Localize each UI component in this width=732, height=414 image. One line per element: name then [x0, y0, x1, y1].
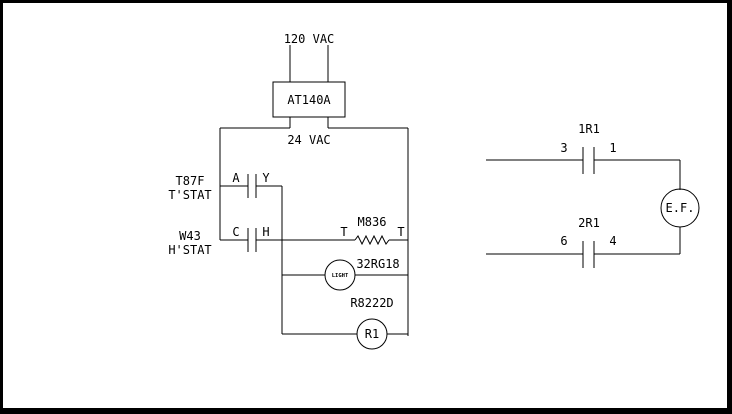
- contact-2r1-terminal-right: 4: [609, 234, 616, 248]
- contact-2r1-terminal-left: 6: [560, 234, 567, 248]
- tstat-name-label: T'STAT: [168, 188, 211, 202]
- light-model-label: 32RG18: [356, 257, 399, 271]
- contact-1r1-label: 1R1: [578, 122, 600, 136]
- heater-terminal-right-label: T: [397, 225, 404, 239]
- fan-symbol-text: E.F.: [666, 201, 695, 215]
- tstat-model-label: T87F: [176, 174, 205, 188]
- contact-1r1-terminal-right: 1: [609, 141, 616, 155]
- transformer-box: [272, 81, 346, 118]
- hstat-contact-c-label: C: [232, 225, 239, 239]
- drawing-area: [3, 3, 727, 408]
- relay-model-label: R8222D: [350, 296, 393, 310]
- secondary-label: 24 VAC: [287, 133, 330, 147]
- transformer-label: AT140A: [287, 93, 331, 107]
- contact-1r1-terminal-left: 3: [560, 141, 567, 155]
- contact-2r1-label: 2R1: [578, 216, 600, 230]
- hstat-contact-h-label: H: [262, 225, 269, 239]
- heater-terminal-left-label: T: [340, 225, 347, 239]
- relay-symbol-text: R1: [365, 327, 379, 341]
- heater-resistor: [354, 234, 390, 246]
- heater-model-label: M836: [358, 215, 387, 229]
- light-symbol-text: LIGHT: [332, 273, 349, 279]
- supply-label: 120 VAC: [284, 32, 335, 46]
- hstat-name-label: H'STAT: [168, 243, 211, 257]
- hstat-model-label: W43: [179, 229, 201, 243]
- tstat-contact-a-label: A: [232, 171, 240, 185]
- tstat-contact-y-label: Y: [262, 171, 270, 185]
